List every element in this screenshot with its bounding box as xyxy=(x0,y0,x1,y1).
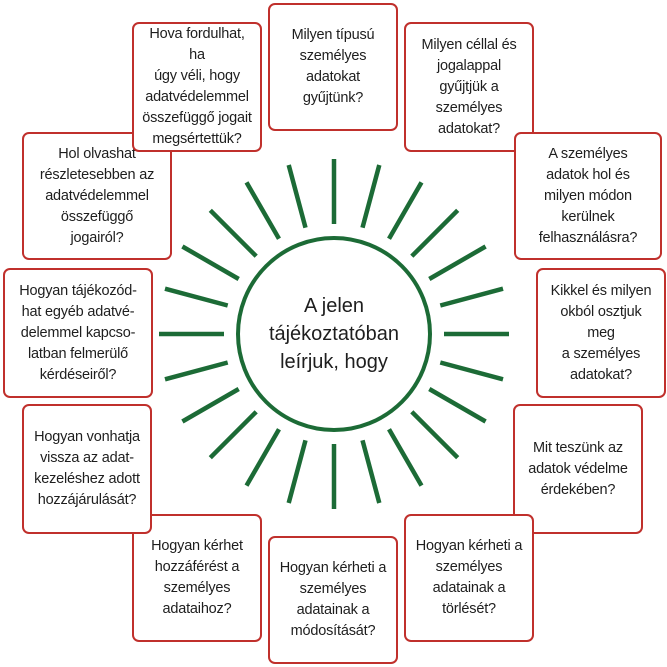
ray-line xyxy=(208,208,258,258)
ray-line xyxy=(387,181,424,240)
box-data-types: Milyen típusú személyes adatokat gyűjtün… xyxy=(268,3,398,131)
ray-line xyxy=(164,360,229,382)
ray-line xyxy=(387,428,424,487)
ray-line xyxy=(244,428,281,487)
ray-line xyxy=(286,164,308,229)
ray-line xyxy=(244,181,281,240)
ray-line xyxy=(181,387,240,424)
box-complaint: Hova fordulhat, ha úgy véli, hogy adatvé… xyxy=(132,22,262,152)
ray-line xyxy=(428,387,487,424)
center-circle: A jelen tájékoztatóban leírjuk, hogy xyxy=(236,236,432,432)
box-data-usage: A személyes adatok hol és milyen módon k… xyxy=(514,132,662,260)
ray-line xyxy=(360,164,382,229)
ray-line xyxy=(439,286,504,308)
ray-line xyxy=(410,208,460,258)
ray-line xyxy=(164,286,229,308)
box-rectification: Hogyan kérheti a személyes adatainak a m… xyxy=(268,536,398,664)
ray-line xyxy=(181,244,240,281)
box-access: Hogyan kérhet hozzáférést a személyes ad… xyxy=(132,514,262,642)
box-erasure: Hogyan kérheti a személyes adatainak a t… xyxy=(404,514,534,642)
ray-line xyxy=(410,410,460,460)
ray-line xyxy=(428,244,487,281)
ray-line xyxy=(360,439,382,504)
box-data-sharing: Kikkel és milyen okból osztjuk meg a sze… xyxy=(536,268,666,398)
ray-line xyxy=(439,360,504,382)
box-rights-details: Hol olvashat részletesebben az adatvédel… xyxy=(22,132,172,260)
box-withdraw-consent: Hogyan vonhatja vissza az adat- kezelésh… xyxy=(22,404,152,534)
ray-line xyxy=(208,410,258,460)
ray-line xyxy=(286,439,308,504)
box-data-protection: Mit teszünk az adatok védelme érdekében? xyxy=(513,404,643,534)
box-other-questions: Hogyan tájékozód- hat egyéb adatvé- dele… xyxy=(3,268,153,398)
box-purpose-legal-basis: Milyen céllal és jogalappal gyűjtjük a s… xyxy=(404,22,534,152)
